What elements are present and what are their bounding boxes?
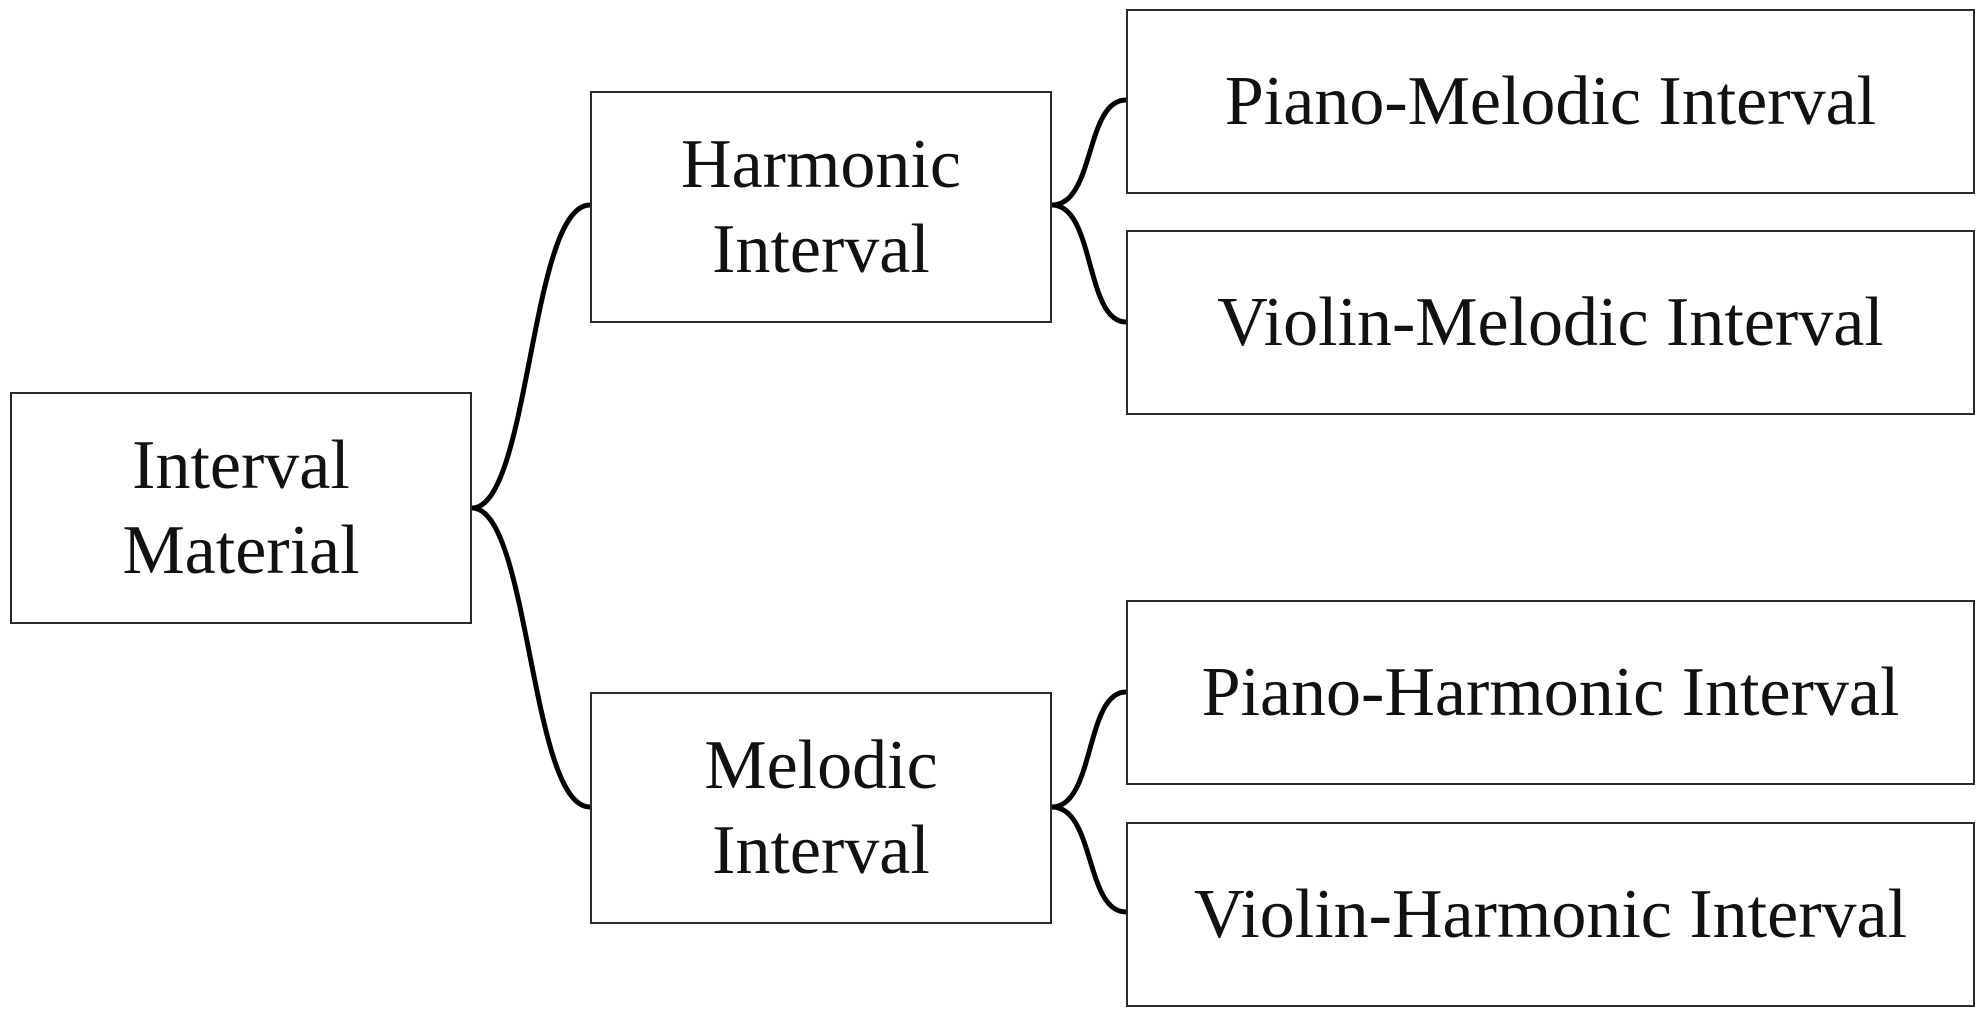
node-label-line-1: Interval bbox=[132, 426, 350, 504]
node-melodic-interval: Melodic Interval bbox=[590, 692, 1052, 924]
connector-harmonic-to-violin-melodic bbox=[1049, 202, 1129, 325]
node-label-line-2: Interval bbox=[712, 211, 930, 288]
connector-melodic-to-piano-harmonic bbox=[1049, 689, 1129, 810]
node-harmonic-interval: Harmonic Interval bbox=[590, 91, 1052, 323]
connector-root-to-harmonic bbox=[469, 202, 593, 511]
node-violin-melodic-interval: Violin-Melodic Interval bbox=[1126, 230, 1975, 415]
connector-root-to-melodic bbox=[469, 505, 593, 810]
node-label: Piano-Melodic Interval bbox=[1224, 62, 1877, 140]
node-label-line-1: Harmonic bbox=[681, 125, 961, 203]
node-label: Violin-Harmonic Interval bbox=[1193, 875, 1908, 953]
node-label: Piano-Harmonic Interval bbox=[1201, 653, 1900, 731]
node-piano-melodic-interval: Piano-Melodic Interval bbox=[1126, 9, 1975, 194]
node-label-line-2: Material bbox=[122, 512, 360, 589]
node-label-line-1: Melodic bbox=[704, 726, 938, 804]
node-piano-harmonic-interval: Piano-Harmonic Interval bbox=[1126, 600, 1975, 785]
node-violin-harmonic-interval: Violin-Harmonic Interval bbox=[1126, 822, 1975, 1007]
connector-harmonic-to-piano-melodic bbox=[1049, 97, 1129, 208]
node-label: Violin-Melodic Interval bbox=[1217, 283, 1884, 361]
connector-melodic-to-violin-harmonic bbox=[1049, 804, 1129, 915]
node-label-line-2: Interval bbox=[712, 812, 930, 889]
node-interval-material: Interval Material bbox=[10, 392, 472, 624]
